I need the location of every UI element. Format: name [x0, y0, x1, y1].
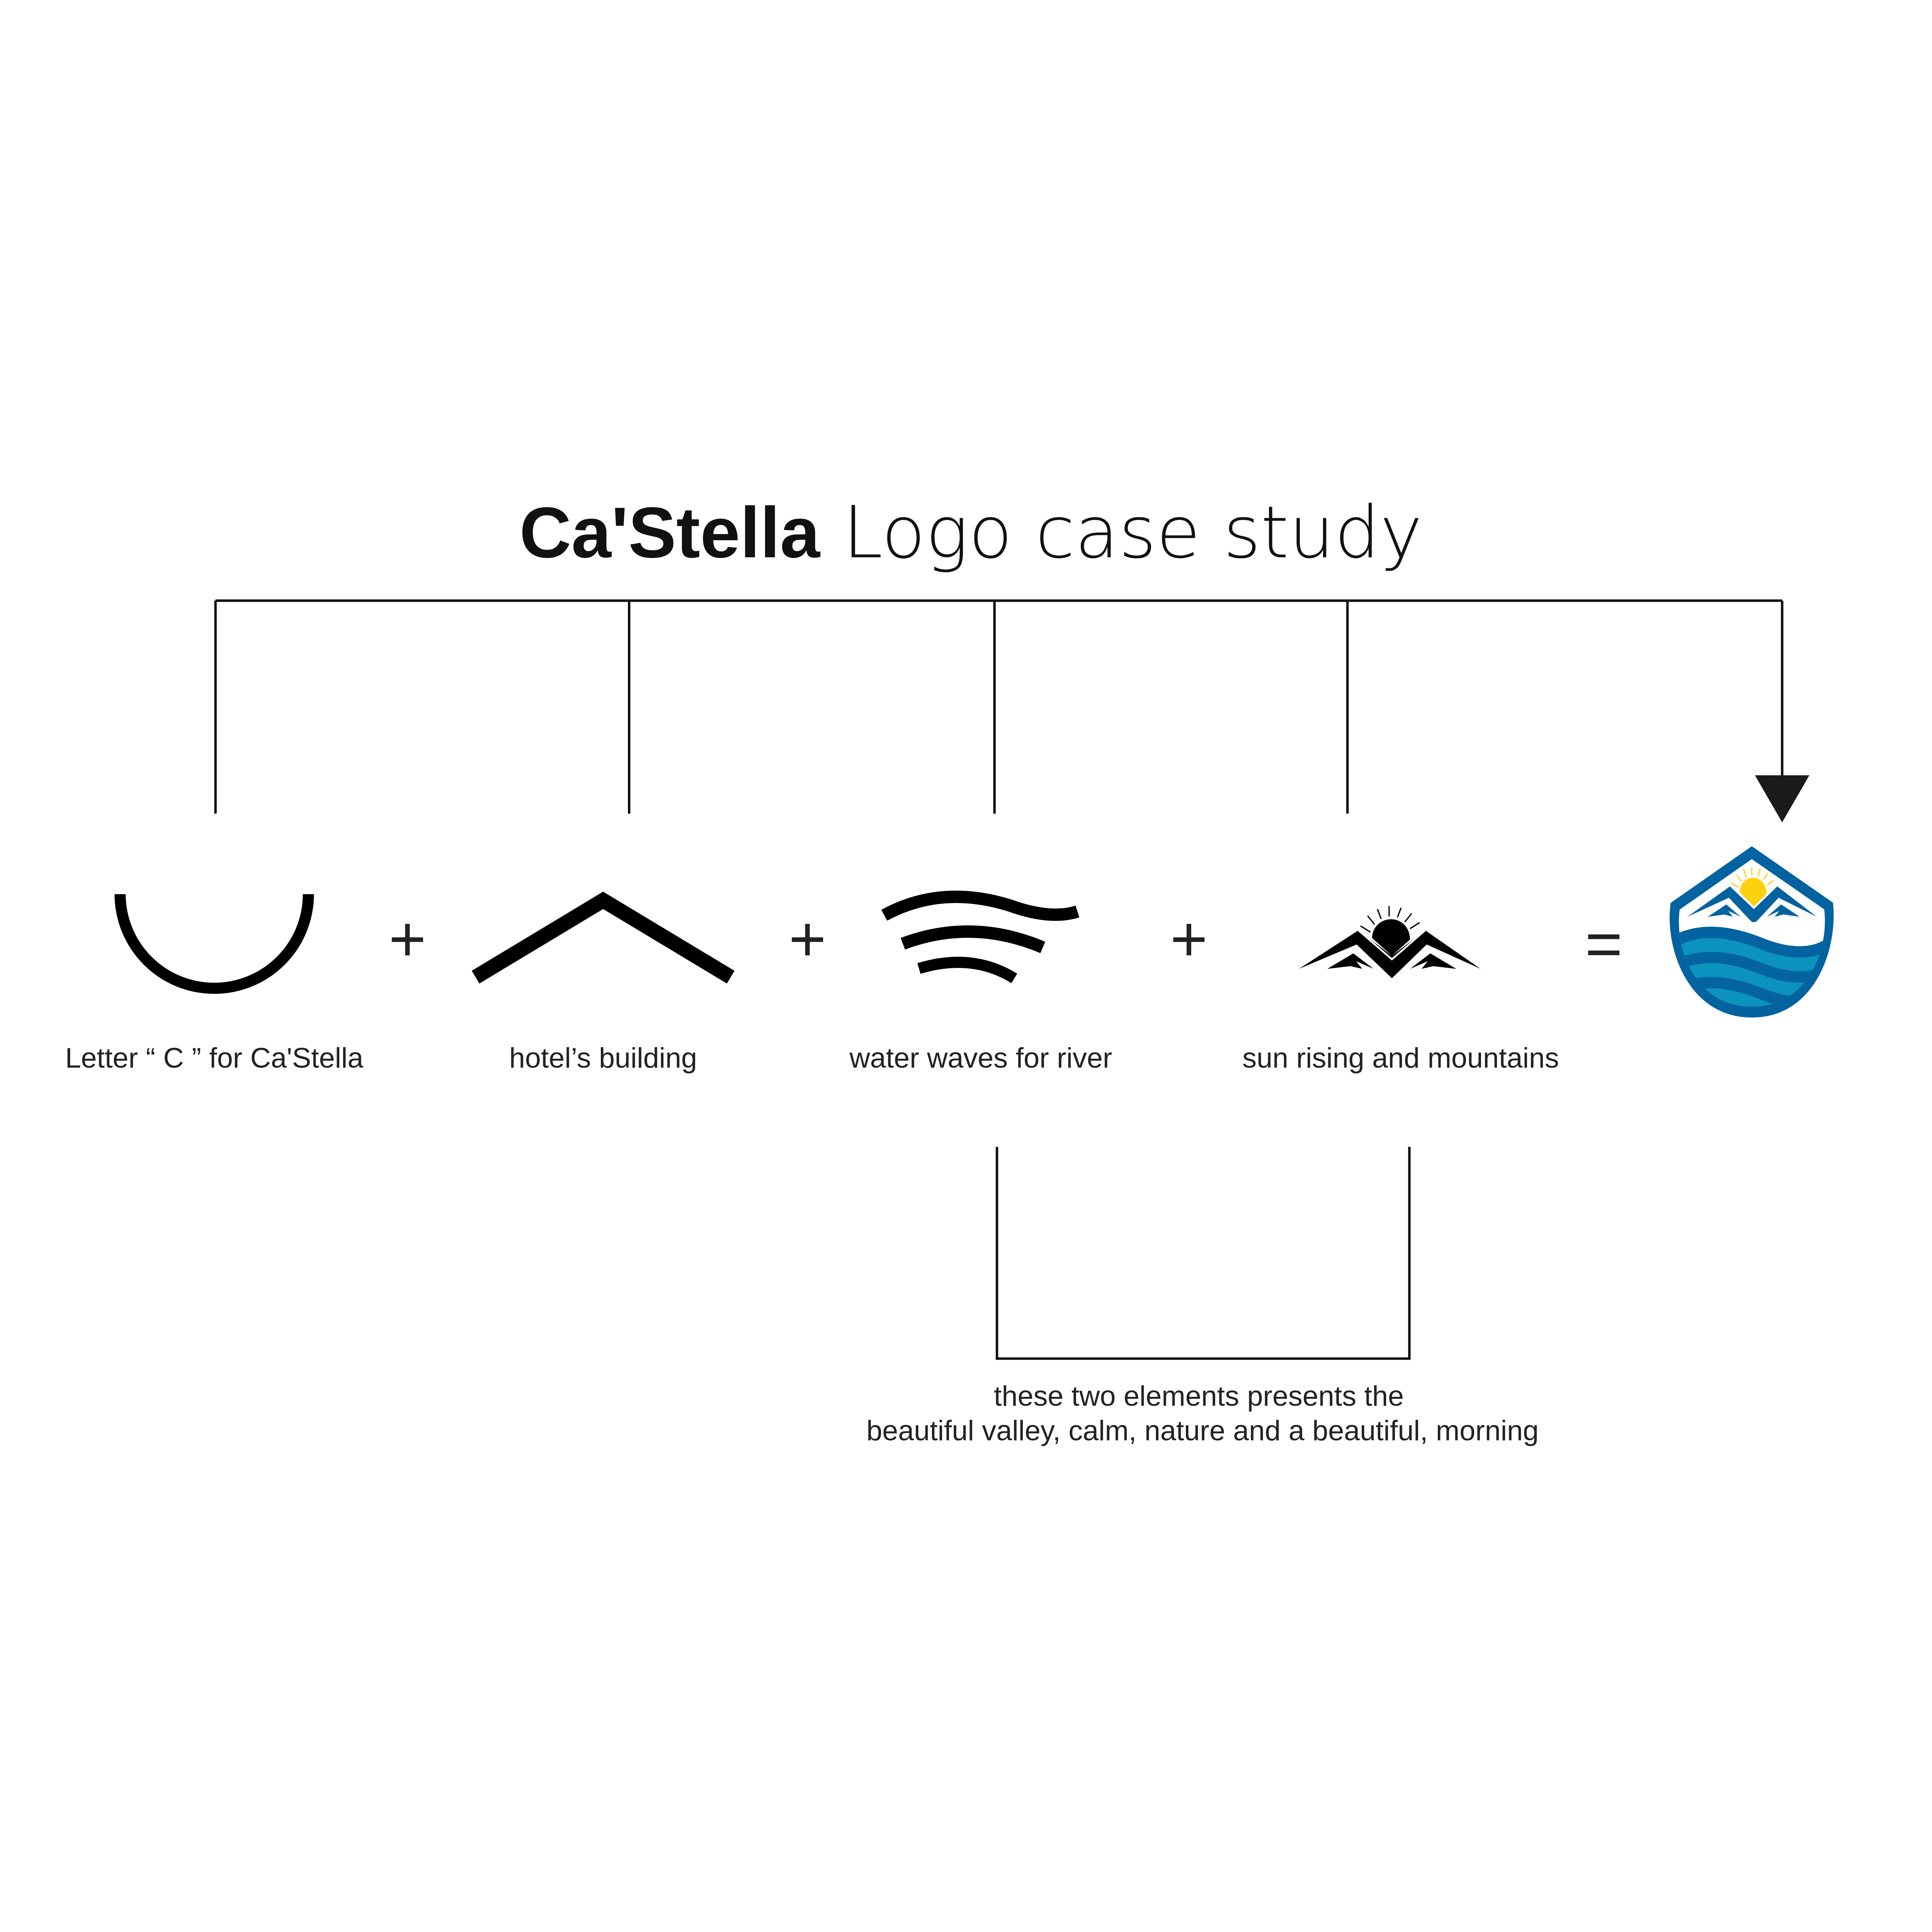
arrow-down-icon — [1755, 775, 1810, 823]
bottom-connector — [995, 1146, 1411, 1360]
letter-c-icon — [114, 894, 314, 994]
castella-final-logo — [1669, 846, 1834, 1018]
label-letter-c: Letter “ C ” for Ca'Stella — [65, 1042, 364, 1074]
page-title: Ca'Stella Logo case study — [519, 490, 1422, 574]
plus-sign: + — [1170, 903, 1208, 975]
plus-sign: + — [389, 903, 426, 975]
label-sun-mountains: sun rising and mountains — [1242, 1042, 1559, 1074]
plus-sign: + — [789, 903, 826, 975]
waves-icon — [881, 890, 1080, 983]
label-hotel-building: hotel’s building — [509, 1042, 697, 1074]
title-rest: Logo case study — [820, 490, 1422, 574]
roof-icon — [471, 891, 735, 984]
sun-mountains-icon — [1299, 906, 1481, 978]
note-line-2: beautiful valley, calm, nature and a bea… — [866, 1415, 1539, 1447]
title-brand: Ca'Stella — [519, 493, 820, 573]
label-water-waves: water waves for river — [849, 1042, 1112, 1074]
note-line-1: these two elements presents the — [994, 1380, 1404, 1412]
top-connector — [214, 599, 1810, 823]
equals-sign: = — [1585, 908, 1622, 980]
